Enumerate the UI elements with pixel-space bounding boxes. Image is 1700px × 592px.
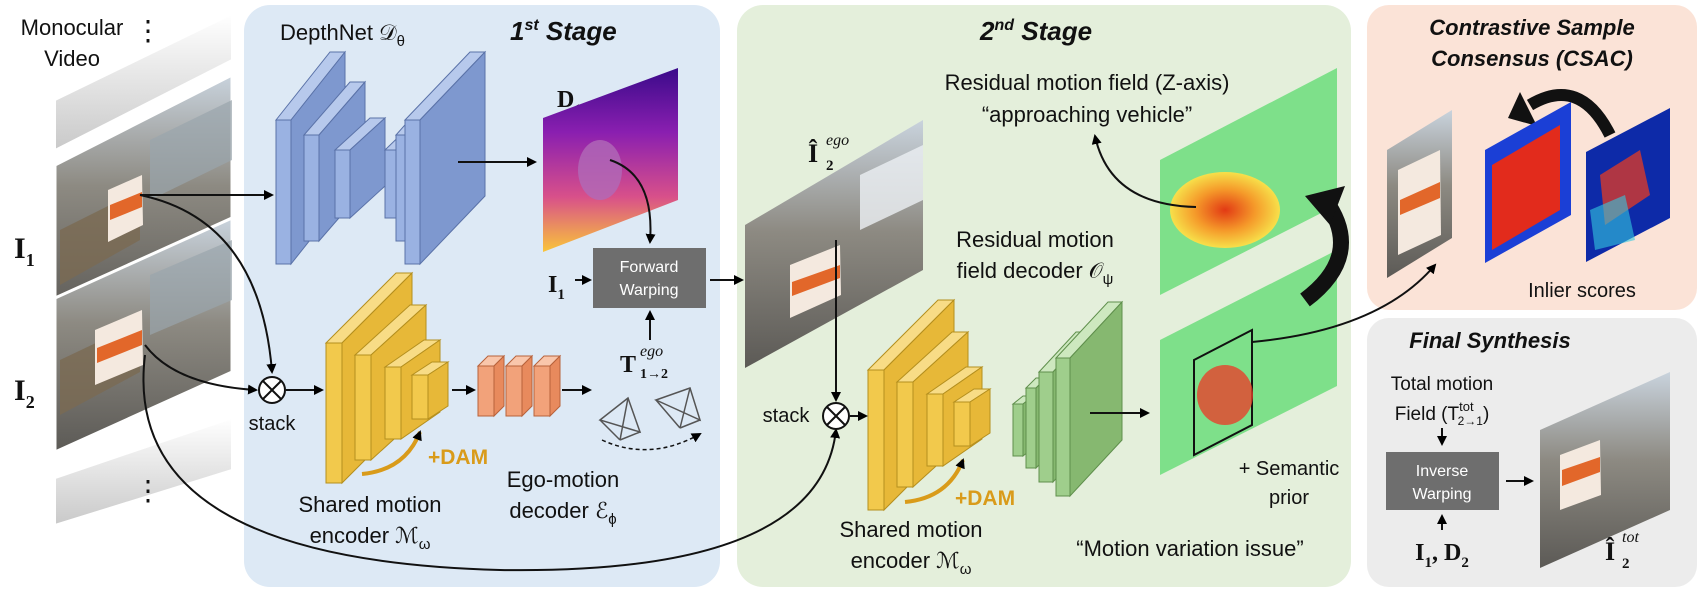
forward-warping-box [593,248,706,308]
stage1-encoder-label-line2: encoder ℳω [310,523,431,553]
residual-title-line2: “approaching vehicle” [982,102,1192,127]
final-output-image [1540,372,1670,568]
stage2-stack-op [822,402,850,430]
depthnet-label: DepthNet 𝒟θ [280,20,405,50]
final-title: Final Synthesis [1409,328,1570,353]
forward-warping-line2: Warping [620,282,679,299]
i2-ego-sup: ego [826,132,849,149]
inverse-warping-line2: Warping [1413,486,1472,503]
video-frame-i2 [53,215,234,455]
i2-ego-image [745,120,923,368]
t-ego-sub: 1→2 [640,367,668,382]
video-frame-bottom [54,416,233,527]
res-decoder-label-line2: field decoder 𝒪ψ [957,258,1114,288]
motion-variation-issue: “Motion variation issue” [1076,536,1303,561]
semantic-prior-line2: prior [1269,487,1309,509]
csac-curved-arrow [1526,89,1616,138]
final-output-label: Î [1605,537,1615,566]
stage1-dam-label: +DAM [428,446,488,469]
i2-ego-label: Î [808,139,818,168]
big-curved-arrowhead [1305,186,1345,225]
depthnet-blocks [274,50,487,266]
stage1-encoder-label-line1: Shared motion [298,492,441,517]
final-output-sub: 2 [1622,556,1630,572]
stage2-dam-arrow [904,458,965,504]
t-ego-sup: ego [640,343,663,360]
video-label-line1: Monocular [21,15,124,40]
semantic-prior-line1: + Semantic [1239,458,1340,480]
i2-ego-sub: 2 [826,158,834,174]
label-i1-left: I1 [14,232,35,270]
video-label-line2: Video [44,46,100,71]
forward-warping-line1: Forward [620,259,679,276]
stage2-encoder-blocks [866,298,992,512]
video-frame-top [54,12,233,152]
stage2-encoder-label-line2: encoder ℳω [851,548,972,578]
t-ego-label: T [620,352,636,378]
ego-decoder-blocks [476,354,562,418]
stage2-arrows [831,240,1150,421]
residual-motion-field-masked [1160,250,1337,475]
inlier-scores-label: Inlier scores [1528,280,1636,302]
stage2-dam-label: +DAM [955,487,1015,510]
residual-callout-arrow [1091,134,1197,208]
top-dots: ⋮ [134,15,162,46]
stage1-dam-arrow [361,430,422,476]
stage1-title: 1st Stage [510,16,617,46]
masked-to-csac-arrow [1251,263,1437,343]
final-inputs-label: I1, D2 [1415,540,1469,571]
ego-decoder-label-line2: decoder ℰϕ [509,498,616,528]
stage2-stack-label: stack [763,405,811,427]
csac-title-line1: Contrastive Sample [1429,15,1634,40]
stage1-stack-op [258,376,286,404]
inverse-warping-line1: Inverse [1416,463,1469,480]
csac-title-line2: Consensus (CSAC) [1431,46,1633,71]
csac-input-image [1387,110,1452,278]
stage1-i1-label: I1 [548,272,565,303]
stage2-title: 2nd Stage [979,16,1092,46]
camera-pose-icon [598,387,702,451]
stage1-stack-label: stack [249,413,297,435]
ego-decoder-label-line1: Ego-motion [507,467,620,492]
res-decoder-blocks [1011,300,1124,498]
stage2-encoder-label-line1: Shared motion [839,517,982,542]
csac-curved-arrowhead [1508,92,1537,126]
stage1-arrows [139,157,841,572]
csac-inlier-map [1586,108,1670,262]
label-i2-left: I2 [14,374,35,412]
res-decoder-label-line1: Residual motion [956,227,1114,252]
inverse-warping-box [1386,452,1499,510]
total-motion-line1: Total motion [1391,374,1493,395]
residual-title-line1: Residual motion field (Z-axis) [945,70,1230,95]
stage1-encoder-blocks [324,271,450,485]
csac-heatmap [1485,102,1571,263]
d1-vehicle-blob [578,140,622,200]
bottom-dots: ⋮ [134,475,162,506]
residual-motion-field-z [1160,68,1337,295]
final-output-sup: tot [1622,529,1639,546]
